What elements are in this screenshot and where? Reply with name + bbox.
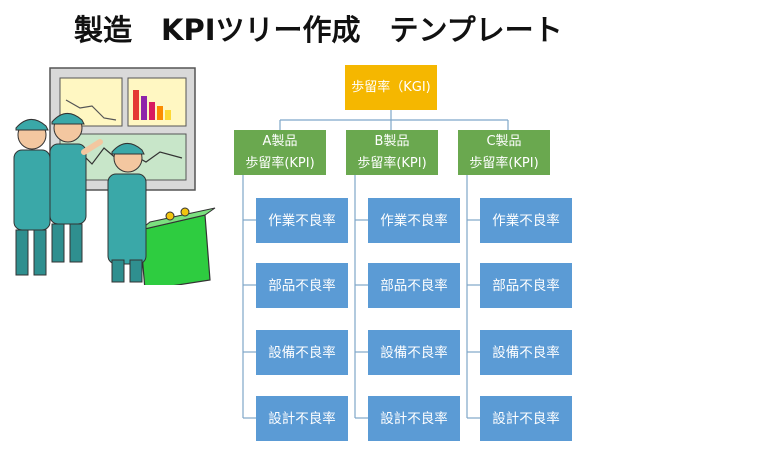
metric-node: 設計不良率: [480, 396, 572, 441]
kpi-product-label: A製品: [262, 133, 298, 149]
kpi-node-a: A製品 歩留率(KPI): [234, 130, 326, 175]
metric-label: 設備不良率: [492, 344, 560, 361]
metric-label: 設計不良率: [268, 410, 336, 427]
metric-label: 設計不良率: [380, 410, 448, 427]
metric-label: 部品不良率: [380, 277, 448, 294]
kpi-node-b: B製品 歩留率(KPI): [346, 130, 438, 175]
metric-node: 部品不良率: [368, 263, 460, 308]
kpi-product-label: C製品: [486, 133, 522, 149]
metric-label: 設備不良率: [268, 344, 336, 361]
metric-label: 作業不良率: [268, 212, 336, 229]
metric-label: 設計不良率: [492, 410, 560, 427]
kpi-yield-label: 歩留率(KPI): [245, 155, 315, 171]
factory-workers-monitoring-dashboard-icon: [13, 67, 216, 285]
metric-node: 設備不良率: [368, 330, 460, 375]
metric-node: 作業不良率: [368, 198, 460, 243]
metric-node: 設計不良率: [368, 396, 460, 441]
kgi-label: 歩留率（KGI): [351, 79, 431, 95]
kpi-yield-label: 歩留率(KPI): [357, 155, 427, 171]
metric-node: 設備不良率: [256, 330, 348, 375]
metric-label: 作業不良率: [492, 212, 560, 229]
metric-label: 部品不良率: [492, 277, 560, 294]
metric-node: 設備不良率: [480, 330, 572, 375]
metric-node: 作業不良率: [256, 198, 348, 243]
metric-node: 設計不良率: [256, 396, 348, 441]
metric-label: 作業不良率: [380, 212, 448, 229]
metric-node: 作業不良率: [480, 198, 572, 243]
metric-label: 設備不良率: [380, 344, 448, 361]
kpi-product-label: B製品: [374, 133, 410, 149]
kpi-yield-label: 歩留率(KPI): [469, 155, 539, 171]
kpi-node-c: C製品 歩留率(KPI): [458, 130, 550, 175]
metric-label: 部品不良率: [268, 277, 336, 294]
metric-node: 部品不良率: [256, 263, 348, 308]
page-title: 製造 KPIツリー作成 テンプレート: [74, 13, 563, 47]
metric-node: 部品不良率: [480, 263, 572, 308]
kgi-node: 歩留率（KGI): [345, 65, 437, 110]
